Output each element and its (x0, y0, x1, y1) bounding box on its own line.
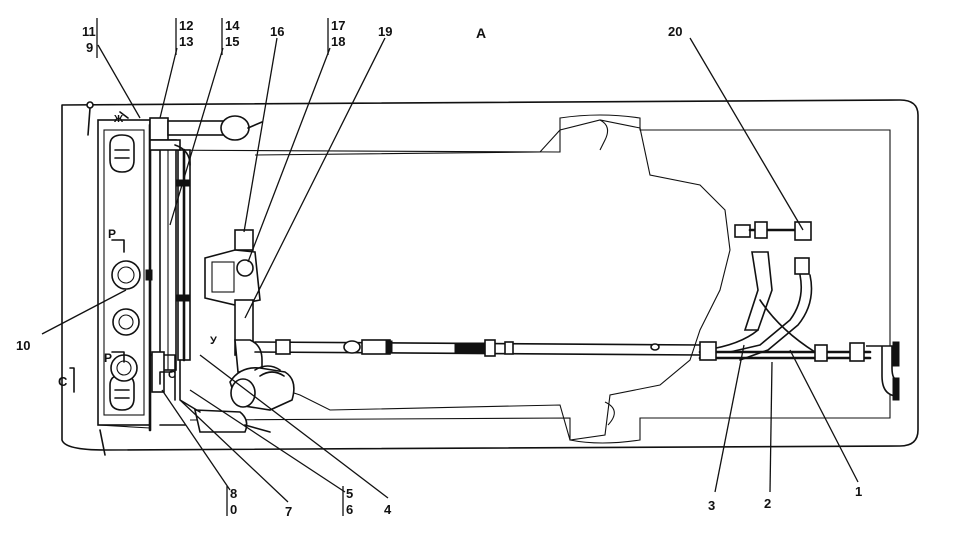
engine-silhouette (254, 119, 731, 441)
callout-18: 18 (331, 34, 345, 49)
water-pump-assembly (204, 229, 263, 373)
callout-3: 3 (708, 498, 715, 513)
leader-lines (41, 18, 859, 516)
vertical-pipes (159, 139, 191, 371)
radiator (86, 101, 153, 456)
labels: A 11 9 12 13 14 15 16 17 18 19 20 10 3 2… (16, 18, 862, 519)
callout-20: 20 (668, 24, 682, 39)
callout-9: 9 (86, 40, 93, 55)
callout-11: 11 (82, 24, 96, 39)
section-marks (69, 111, 173, 393)
callout-15: 15 (225, 34, 239, 49)
callout-6: 6 (346, 502, 353, 517)
mark-u: У (210, 335, 217, 347)
mark-c-inner: C (168, 369, 176, 381)
mark-p-upper: P (108, 227, 116, 241)
frame-outline (61, 99, 919, 451)
callout-1: 1 (855, 484, 862, 499)
callout-5: 5 (346, 486, 353, 501)
callout-0: 0 (230, 502, 237, 517)
callout-16: 16 (270, 24, 284, 39)
mark-zh: Ж (113, 114, 124, 125)
right-hose-assembly (698, 221, 900, 401)
callout-2: 2 (764, 496, 771, 511)
callout-8: 8 (230, 486, 237, 501)
callout-14: 14 (225, 18, 240, 33)
top-header-pipe (149, 115, 263, 166)
callout-7: 7 (285, 504, 292, 519)
mark-c-left: C (58, 374, 68, 389)
callout-12: 12 (179, 18, 193, 33)
callout-17: 17 (331, 18, 345, 33)
callout-13: 13 (179, 34, 193, 49)
callout-4: 4 (384, 502, 392, 517)
view-label: A (476, 25, 486, 41)
callout-19: 19 (378, 24, 392, 39)
long-rod (254, 339, 701, 357)
lower-elbow (149, 351, 295, 433)
callout-10: 10 (16, 338, 30, 353)
mark-p-lower: P (104, 351, 112, 365)
